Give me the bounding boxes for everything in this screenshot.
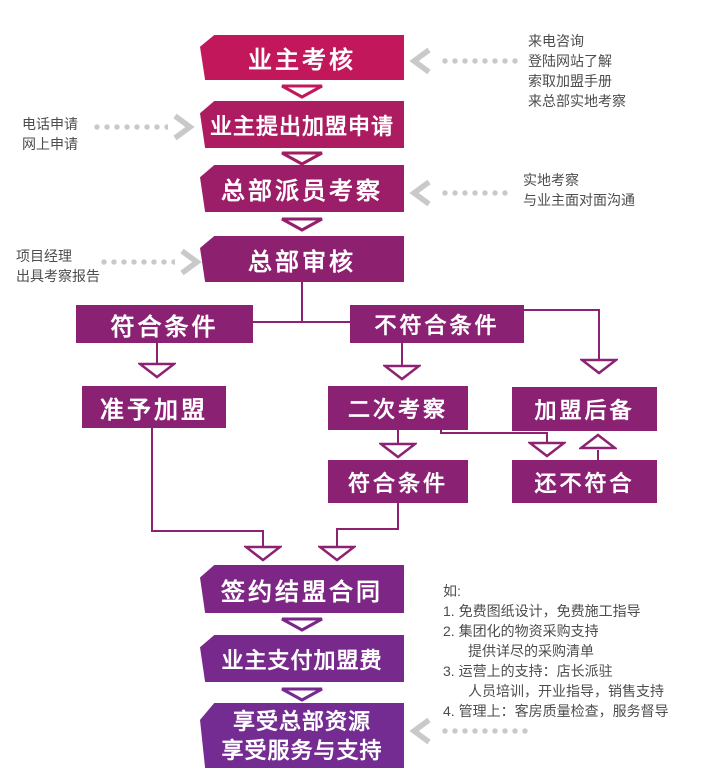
- dotted-line: [99, 259, 175, 265]
- flow-arrow-down-icon: [280, 151, 324, 166]
- arrow-down-icon: [136, 362, 178, 379]
- dotted-line: [440, 728, 532, 734]
- benefits-item: 4. 管理上：客房质量检查，服务督导: [443, 703, 669, 719]
- note-line: 索取加盟手册: [528, 73, 612, 89]
- benefits-item: 3. 运营上的支持：店长派驻: [443, 663, 613, 679]
- flow-step-pay-fee: 业主支付加盟费: [200, 635, 404, 682]
- arrow-down-icon: [242, 545, 284, 562]
- connector-line: [397, 503, 399, 530]
- flow-step-not-qualified: 不符合条件: [350, 305, 524, 343]
- connector-line: [156, 343, 158, 363]
- arrow-down-icon: [316, 545, 358, 562]
- arrow-up-icon: [577, 433, 619, 450]
- flow-step-approve-join: 准予加盟: [82, 386, 226, 428]
- connector-line: [336, 528, 338, 546]
- note-apply-methods: 电话申请 网上申请: [22, 114, 78, 154]
- note-review-report: 项目经理 出具考察报告: [16, 246, 100, 286]
- connector-line: [546, 432, 548, 442]
- connector-line: [598, 309, 600, 359]
- enjoy-support-line2: 享受服务与支持: [221, 737, 383, 763]
- note-benefits-list: 如: 1. 免费图纸设计，免费施工指导 2. 集团化的物资采购支持 提供详尽的采…: [443, 581, 669, 721]
- connector-line: [524, 309, 600, 311]
- note-inspection: 实地考察 与业主面对面沟通: [523, 170, 635, 210]
- arrow-down-icon: [377, 442, 419, 459]
- arrow-down-icon: [578, 358, 620, 375]
- flow-step-enjoy-support: 享受总部资源 享受服务与支持: [200, 703, 404, 768]
- flow-arrow-down-icon: [280, 687, 324, 702]
- connector-line: [397, 430, 399, 443]
- enjoy-support-line1: 享受总部资源: [232, 708, 371, 734]
- note-line: 电话申请: [22, 116, 78, 132]
- note-line: 登陆网站了解: [528, 53, 612, 69]
- dotted-line: [440, 190, 512, 196]
- connector-line: [151, 428, 153, 532]
- flow-step-owner-apply: 业主提出加盟申请: [200, 101, 404, 148]
- flow-step-hq-inspection: 总部派员考察: [200, 165, 404, 212]
- benefits-item: 2. 集团化的物资采购支持: [443, 623, 599, 639]
- connector-line: [597, 450, 599, 460]
- note-line: 与业主面对面沟通: [523, 192, 635, 208]
- flow-arrow-down-icon: [280, 617, 324, 632]
- flow-step-join-reserve: 加盟后备: [512, 387, 657, 431]
- connector-line: [151, 530, 264, 532]
- connector-line: [401, 343, 403, 366]
- chevron-left-icon: [408, 47, 434, 75]
- flow-step-hq-review: 总部审核: [200, 236, 404, 282]
- chevron-left-icon: [408, 717, 434, 745]
- arrow-down-icon: [381, 364, 423, 381]
- flow-step-sign-contract: 签约结盟合同: [200, 565, 404, 613]
- flow-arrow-down-icon: [280, 217, 324, 232]
- benefits-heading: 如:: [443, 583, 461, 599]
- note-line: 来总部实地考察: [528, 93, 626, 109]
- connector-line: [336, 528, 399, 530]
- note-line: 出具考察报告: [16, 268, 100, 284]
- chevron-left-icon: [408, 179, 434, 207]
- note-line: 实地考察: [523, 172, 579, 188]
- connector-line: [301, 282, 303, 323]
- chevron-right-icon: [177, 248, 203, 276]
- flow-step-qualified: 符合条件: [76, 305, 253, 343]
- connector-line: [262, 530, 264, 546]
- benefits-item-continuation: 提供详尽的采购清单: [468, 643, 594, 659]
- flow-step-qualified-2: 符合条件: [328, 460, 468, 503]
- flow-arrow-down-icon: [280, 84, 324, 99]
- note-contact-methods: 来电咨询 登陆网站了解 索取加盟手册 来总部实地考察: [528, 31, 626, 111]
- flow-step-still-not-qualified: 还不符合: [512, 460, 657, 503]
- note-line: 项目经理: [16, 248, 72, 264]
- note-line: 网上申请: [22, 136, 78, 152]
- dotted-line: [92, 124, 168, 130]
- arrow-down-icon: [526, 441, 568, 458]
- benefits-item-continuation: 人员培训，开业指导，销售支持: [468, 683, 664, 699]
- flow-step-second-inspection: 二次考察: [328, 386, 468, 430]
- benefits-item: 1. 免费图纸设计，免费施工指导: [443, 603, 641, 619]
- chevron-right-icon: [170, 113, 196, 141]
- dotted-line: [440, 58, 518, 64]
- flow-step-owner-assessment: 业主考核: [200, 35, 404, 80]
- connector-line: [253, 321, 351, 323]
- connector-line: [440, 432, 548, 434]
- note-line: 来电咨询: [528, 33, 584, 49]
